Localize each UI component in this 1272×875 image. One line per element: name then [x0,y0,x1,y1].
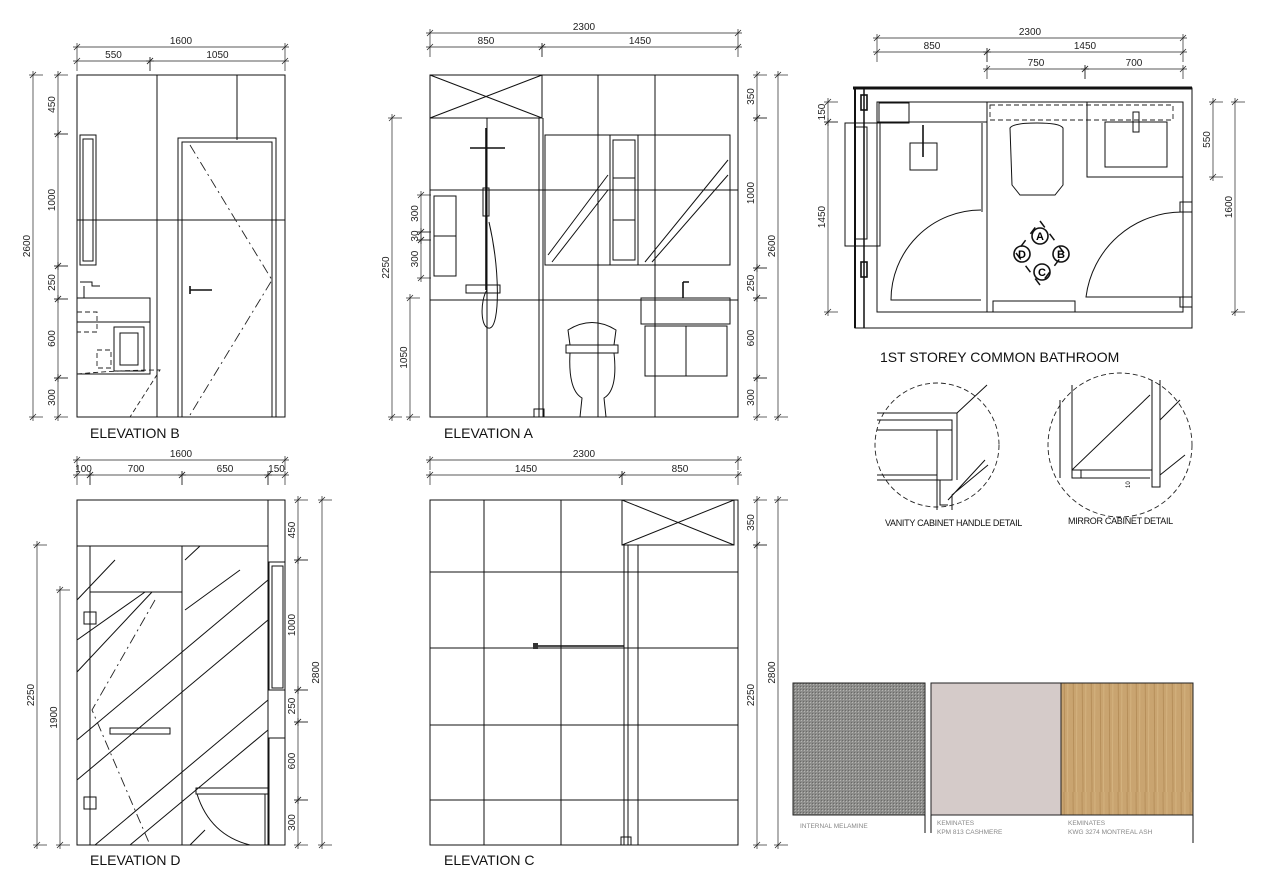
floor-plan: A B C D 1ST STOREY COMMON BATHROOM [844,86,1193,365]
dimension-label: 1050 [206,50,229,61]
dimension-label: 30 [410,230,421,242]
material-code: KPM 813 CASHMERE [937,829,1003,836]
marker-b: B [1052,245,1070,263]
material-label: KEMINATES [937,820,975,827]
door [177,137,277,418]
dimension-label: 350 [746,514,757,531]
mirror-cabinet-a [544,134,731,266]
dimension-label: 1450 [1074,41,1097,52]
dimension-label: 2250 [746,683,757,706]
dimension-label: 700 [128,464,145,475]
dimension-label: 2300 [573,22,596,33]
material-label: INTERNAL MELAMINE [800,823,868,830]
material-label: KEMINATES [1068,820,1106,827]
view-marker-compass: A B C D [1013,219,1070,287]
dimension-label: 2300 [573,449,596,460]
material-code: KWG 3274 MONTREAL ASH [1068,829,1153,836]
dimension-label: 1050 [399,346,410,369]
dimension-label: 2600 [767,234,778,257]
elevation-c: ELEVATION C [429,499,739,868]
dimension-label: 300 [47,389,58,406]
swatch-montreal-ash [1060,682,1194,816]
dimension-label: 1600 [170,449,193,460]
dimension-lines: 1600 550 1050 2600 450 1000 250 600 300 2300 850 14… [22,22,1245,849]
dimension-label: 850 [672,464,689,475]
material-swatches: INTERNAL MELAMINE KEMINATES KPM 813 CASH… [792,682,1194,843]
dimension-label: 1000 [47,188,58,211]
elevation-a-title: ELEVATION A [444,425,534,441]
dimension-label: 2300 [1019,27,1042,38]
niche [433,195,457,277]
dimension-label: 650 [217,464,234,475]
dimension-label: 550 [1202,131,1213,148]
dimension-label: 450 [287,521,298,538]
dimension-label: 2250 [26,683,37,706]
dimension-label: 1600 [170,36,193,47]
svg-text:B: B [1057,249,1065,261]
dimension-label: 700 [1126,58,1143,69]
dimension-label: 300 [287,814,298,831]
dimension-label: 1450 [515,464,538,475]
elevation-b-title: ELEVATION B [90,425,180,441]
dimension-label: 350 [746,88,757,105]
marker-a: A [1031,227,1049,245]
vanity-a [640,281,731,377]
marker-c: C [1033,263,1051,281]
dimension-label: 1450 [817,205,828,228]
dimension-label: 550 [105,50,122,61]
elevation-d: ELEVATION D [76,499,286,868]
dimension-label: 1900 [49,706,60,729]
elevation-a: ELEVATION A [429,74,739,441]
toilet-a [565,322,619,418]
mirror-detail-title: MIRROR CABINET DETAIL [1068,516,1173,526]
dimension-label: 2250 [381,256,392,279]
dimension-label: 1450 [629,36,652,47]
dimension-label: 600 [746,329,757,346]
dimension-label: 300 [410,250,421,267]
dimension-label: 250 [287,697,298,714]
elevation-c-title: ELEVATION C [444,852,535,868]
shower-set [465,128,505,329]
dimension-label: 2800 [767,661,778,684]
dimension-label: 600 [47,330,58,347]
dimension-label: 850 [478,36,495,47]
dimension-label: 300 [746,389,757,406]
dimension-label: 150 [268,464,285,475]
mirror-detail-dim: 10 [1126,481,1132,488]
svg-text:A: A [1036,231,1044,243]
vanity-detail-title: VANITY CABINET HANDLE DETAIL [885,518,1022,528]
shower-screen [533,118,545,418]
dimension-label: 250 [47,274,58,291]
dimension-label: 100 [75,464,92,475]
dimension-label: 2600 [22,234,33,257]
svg-text:C: C [1038,267,1046,279]
svg-text:D: D [1018,249,1026,261]
mirror-cabinet [79,134,97,266]
dimension-label: 250 [746,274,757,291]
dimension-label: 600 [287,752,298,769]
dimension-label: 150 [817,103,828,120]
mirror-cabinet-detail: 10 MIRROR CABINET DETAIL [1047,372,1193,526]
marker-d: D [1013,245,1031,263]
vanity-handle-detail: VANITY CABINET HANDLE DETAIL [874,382,1023,528]
plan-title: 1ST STOREY COMMON BATHROOM [880,349,1119,365]
dimension-label: 450 [47,96,58,113]
swatch-cashmere [930,682,1062,816]
dimension-label: 1000 [287,613,298,636]
elevation-d-title: ELEVATION D [90,852,181,868]
dimension-label: 300 [410,205,421,222]
dimension-label: 1600 [1224,195,1235,218]
dimension-label: 1000 [746,181,757,204]
vanity-cabinet [76,281,161,418]
elevation-b: ELEVATION B [76,74,286,441]
dimension-label: 2800 [311,661,322,684]
dimension-label: 850 [924,41,941,52]
dimension-label: 750 [1028,58,1045,69]
swatch-internal-melamine [792,682,926,816]
exhaust-box [429,74,543,119]
